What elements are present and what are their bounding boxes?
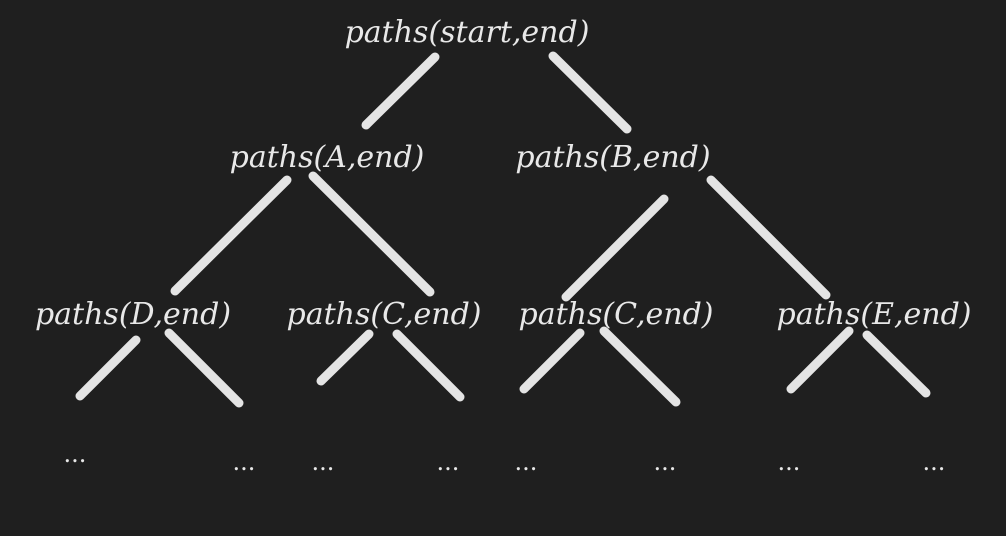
leaf-ellipsis-8: ... <box>923 448 946 476</box>
leaf-ellipsis-4: ... <box>437 448 460 476</box>
edge-e-left <box>786 326 854 394</box>
leaf-ellipsis-7: ... <box>778 448 801 476</box>
leaf-ellipsis-1: ... <box>64 440 87 468</box>
edge-c-right-right <box>599 326 681 407</box>
edge-a-to-d <box>170 175 292 296</box>
node-e: paths(E,end) <box>777 297 972 332</box>
leaf-ellipsis-3: ... <box>312 448 335 476</box>
edge-a-to-c-left <box>308 171 435 297</box>
node-c-left: paths(C,end) <box>287 297 482 332</box>
node-a: paths(A,end) <box>230 140 425 175</box>
leaf-ellipsis-6: ... <box>654 448 677 476</box>
edge-e-right <box>862 330 931 398</box>
node-d: paths(D,end) <box>35 297 231 332</box>
edge-d-left <box>75 335 141 401</box>
node-root: paths(start,end) <box>345 15 590 50</box>
edge-root-to-b <box>548 51 632 134</box>
node-b: paths(B,end) <box>515 140 710 175</box>
edge-c-left-left <box>316 329 374 386</box>
edge-b-to-e <box>706 175 831 300</box>
edge-b-to-c-right <box>561 194 669 302</box>
edge-c-right-left <box>519 328 585 394</box>
edge-c-left-right <box>392 329 465 402</box>
edge-d-right <box>164 328 244 408</box>
node-c-right: paths(C,end) <box>519 297 714 332</box>
leaf-ellipsis-2: ... <box>233 448 256 476</box>
edge-root-to-a <box>361 52 440 130</box>
leaf-ellipsis-5: ... <box>515 448 538 476</box>
